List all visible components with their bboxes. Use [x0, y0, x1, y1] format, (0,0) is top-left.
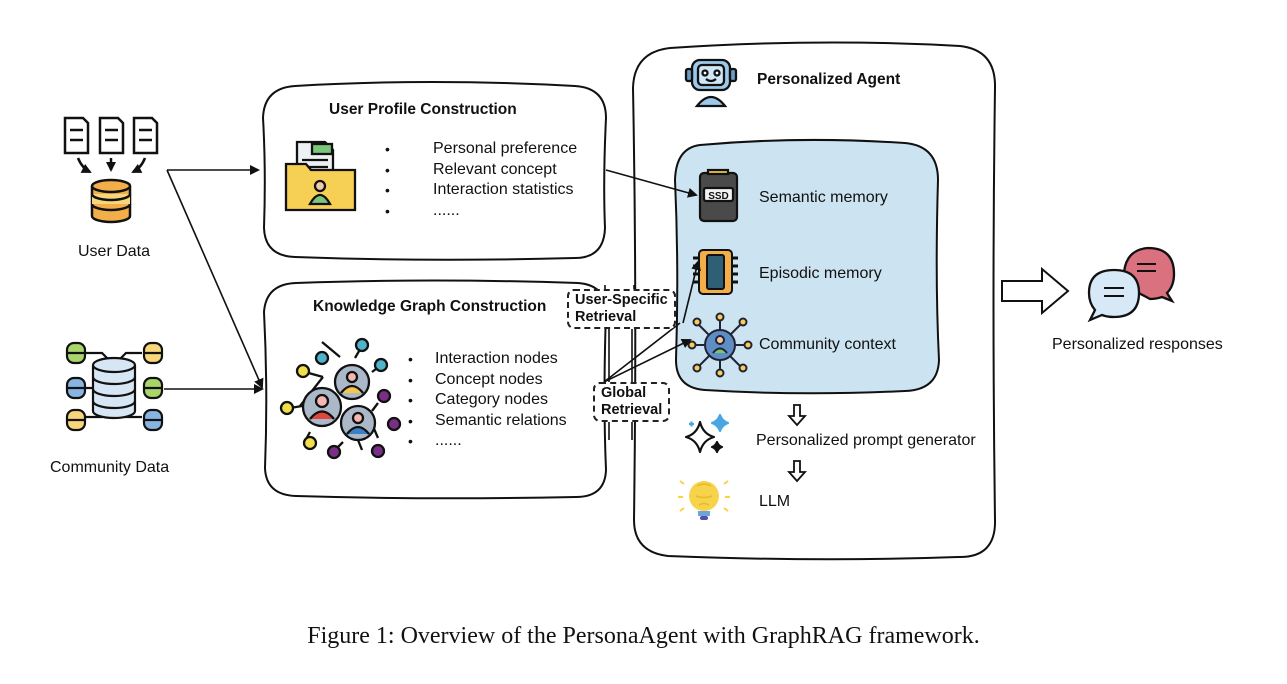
graph-node: [295, 363, 311, 379]
memory-panel: [673, 138, 941, 395]
figure-caption: Figure 1: Overview of the PersonaAgent w…: [307, 623, 980, 649]
database-icon: [90, 178, 132, 224]
profile-to-semantic-arrow: [605, 169, 698, 198]
knowledge-graph-title: Knowledge Graph Construction: [313, 298, 547, 315]
document-icon: [63, 116, 90, 155]
graph-node: [373, 357, 389, 373]
llm-label: LLM: [759, 493, 791, 510]
user-avatar-node: [301, 386, 343, 428]
user-avatar-node: [339, 404, 377, 442]
list-item: ......: [408, 431, 567, 452]
down-arrow-icon: [786, 404, 808, 427]
prompt-generator-label: Personalized prompt generator: [756, 432, 976, 449]
to-episodic-arrow: [682, 260, 701, 324]
badge-line: Global: [601, 385, 647, 401]
source-connectors: [164, 165, 264, 394]
ram-chip-icon: [693, 249, 738, 295]
graph-node: [376, 388, 392, 404]
brain-bulb-icon: [678, 480, 730, 520]
episodic-memory-label: Episodic memory: [759, 265, 882, 282]
badge-line: User-Specific: [575, 292, 668, 308]
badge-line: Retrieval: [575, 309, 637, 325]
small-database-icon: [142, 408, 164, 432]
list-item: Category nodes: [408, 390, 567, 411]
svg-text:SSD: SSD: [708, 191, 729, 202]
networked-databases-icon: [65, 341, 164, 432]
to-community-arrow: [603, 339, 692, 383]
list-item: Concept nodes: [408, 370, 567, 391]
small-database-icon: [65, 408, 87, 432]
robot-ai-icon: [684, 58, 738, 108]
small-database-icon: [142, 376, 164, 400]
list-item: Interaction statistics: [385, 180, 577, 201]
community-globe-icon: [687, 312, 753, 378]
personalized-responses-label: Personalized responses: [1052, 336, 1223, 353]
graph-node: [314, 350, 330, 366]
small-database-icon: [65, 341, 87, 365]
agent-title: Personalized Agent: [757, 71, 901, 88]
graph-node: [302, 435, 318, 451]
community-context-label: Community context: [759, 336, 896, 353]
knowledge-graph-list: Interaction nodes Concept nodes Category…: [408, 349, 567, 452]
document-icon: [132, 116, 159, 155]
graph-node: [386, 416, 402, 432]
graph-node: [326, 444, 342, 460]
output-arrow-icon: [1001, 266, 1070, 316]
user-avatar-node: [333, 363, 371, 401]
user-data-label: User Data: [78, 243, 151, 260]
user-specific-retrieval-badge: User-Specific Retrieval: [567, 289, 676, 329]
list-item: Interaction nodes: [408, 349, 567, 370]
user-profile-folder-icon: [284, 140, 357, 212]
global-retrieval-line: [603, 322, 681, 383]
global-retrieval-badge: Global Retrieval: [593, 382, 671, 422]
list-item: Semantic relations: [408, 411, 567, 432]
semantic-memory-label: Semantic memory: [759, 189, 888, 206]
graph-node: [370, 443, 386, 459]
graph-node: [354, 337, 370, 353]
user-profile-list: Personal preference Relevant concept Int…: [385, 139, 577, 221]
community-data-label: Community Data: [50, 459, 170, 476]
small-database-icon: [65, 376, 87, 400]
list-item: Relevant concept: [385, 160, 577, 181]
badge-line: Retrieval: [601, 402, 663, 418]
list-item: Personal preference: [385, 139, 577, 160]
list-item: ......: [385, 201, 577, 222]
down-arrow-icon: [786, 460, 808, 483]
documents-to-database-icon: [63, 116, 159, 224]
document-icon: [98, 116, 125, 155]
user-data-to-graph-arrow: [166, 169, 264, 389]
sparkles-icon: [684, 413, 730, 454]
user-profile-title: User Profile Construction: [329, 101, 517, 118]
graph-node: [279, 400, 295, 416]
chat-bubbles-icon: [1087, 246, 1176, 323]
user-network-graph-icon: [279, 337, 402, 460]
small-database-icon: [142, 341, 164, 365]
ssd-icon: SSD: [698, 168, 739, 223]
central-database-icon: [91, 356, 137, 420]
